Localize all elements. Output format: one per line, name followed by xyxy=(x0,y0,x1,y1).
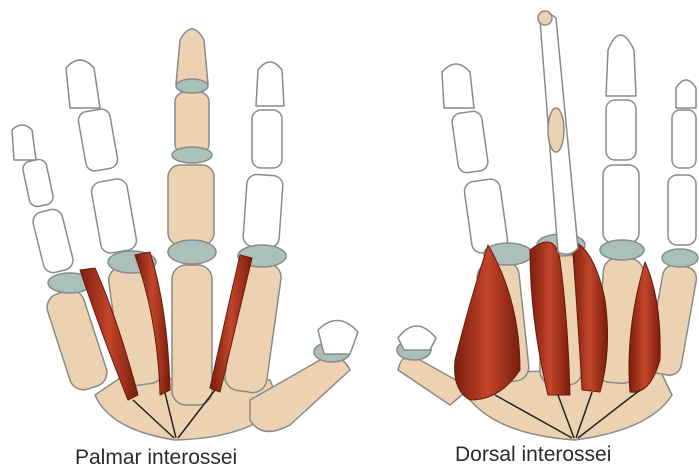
palmar-caption: Palmar interossei xyxy=(75,446,237,470)
dorsal-caption: Dorsal interossei xyxy=(455,443,611,467)
palmar-index-finger xyxy=(223,62,286,394)
palmar-hand xyxy=(12,29,358,440)
palmar-middle-finger xyxy=(168,29,216,405)
dorsal-hand xyxy=(397,11,698,440)
dorsal-reference-rod xyxy=(538,11,578,254)
